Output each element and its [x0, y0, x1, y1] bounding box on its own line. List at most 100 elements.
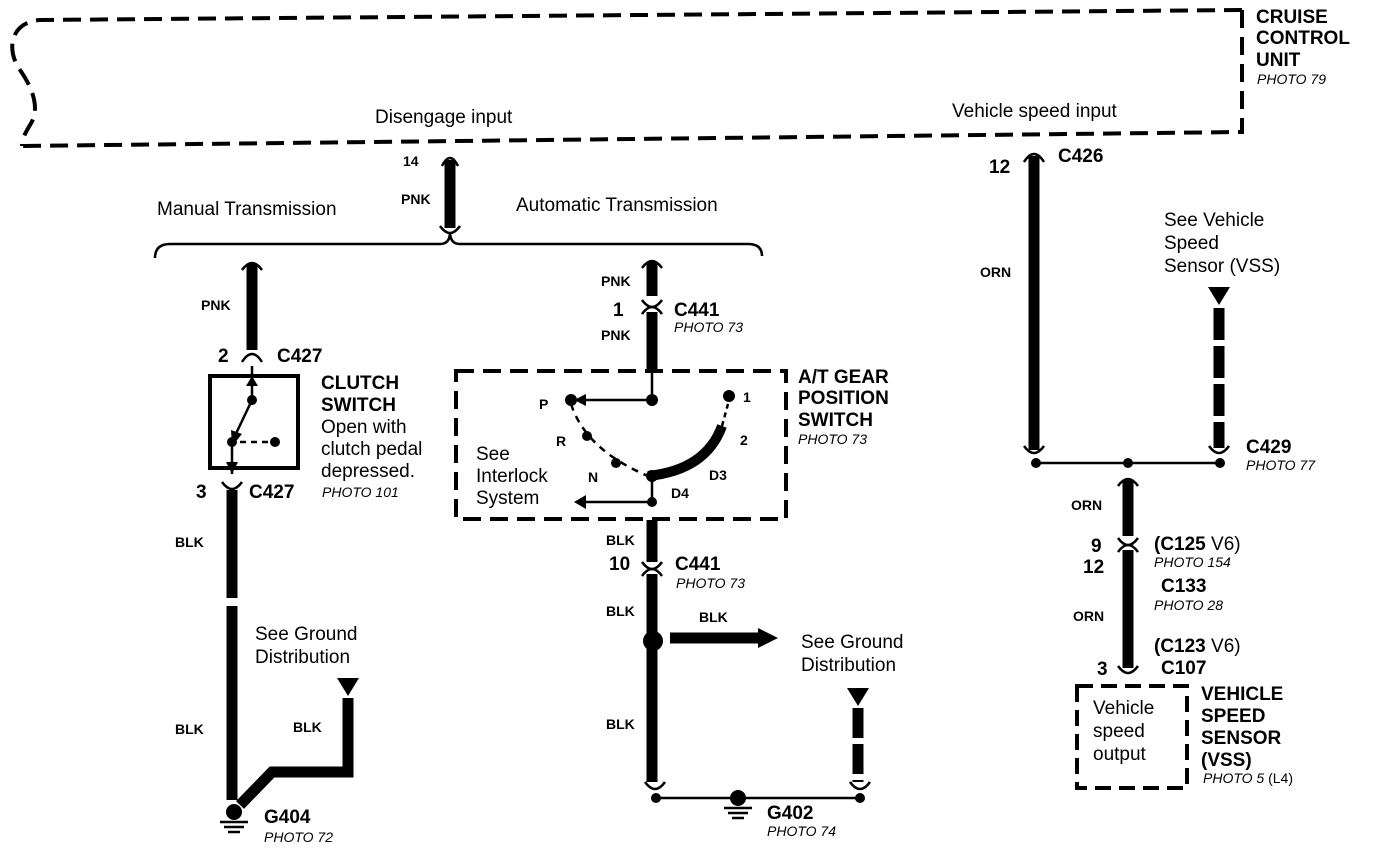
position-d3: D3 [709, 467, 727, 483]
position-2: 2 [740, 432, 748, 448]
vss-title-4: (VSS) [1201, 750, 1252, 771]
ground-ref-a-line-1: See Ground [255, 624, 357, 645]
pin-10: 10 [609, 554, 630, 575]
automatic-transmission-label: Automatic Transmission [516, 195, 718, 216]
interlock-line-2: Interlock [476, 466, 548, 487]
c125-suffix: V6) [1211, 534, 1241, 555]
svg-text:PHOTO 5 (L4): PHOTO 5 (L4) [1203, 770, 1293, 786]
position-n: N [588, 469, 598, 485]
pin-12-c426: 12 [989, 157, 1010, 178]
c427-top-label: C427 [277, 346, 322, 367]
at-switch-title-2: POSITION [798, 388, 889, 409]
pin-12-c133: 12 [1083, 557, 1104, 578]
interlock-line-3: System [476, 488, 539, 509]
transmission-bracket [153, 231, 764, 259]
g402-label: G402 [767, 803, 813, 824]
c133-photo: PHOTO 28 [1154, 597, 1223, 613]
wire-orn-c: ORN [1073, 608, 1104, 624]
vss-ref-line-3: Sensor (VSS) [1164, 256, 1280, 277]
disengage-input-label: Disengage input [375, 107, 513, 128]
manual-transmission-label: Manual Transmission [157, 199, 337, 220]
vss-ref-arrow [1208, 287, 1230, 305]
cruise-unit-name-2: CONTROL [1256, 28, 1350, 49]
clutch-switch-desc-3: depressed. [321, 461, 415, 482]
cruise-control-unit: CRUISE CONTROL UNIT PHOTO 79 Disengage i… [10, 7, 1350, 148]
vss-title-1: VEHICLE [1201, 684, 1283, 705]
pin-3-c107: 3 [1097, 659, 1108, 680]
cruise-unit-photo: PHOTO 79 [1257, 71, 1326, 87]
wire-orn-a: ORN [980, 264, 1011, 280]
c125-prefix: (C125 [1154, 534, 1206, 555]
c429-photo: PHOTO 77 [1246, 457, 1316, 473]
vss-output-line-3: output [1093, 744, 1147, 765]
pin-1: 1 [613, 300, 624, 321]
c441-bottom-photo: PHOTO 73 [676, 575, 745, 591]
wire-pnk-auto-b: PNK [601, 327, 631, 343]
pin-14: 14 [403, 153, 419, 169]
clutch-switch-desc-1: Open with [321, 417, 407, 438]
vss-box [1075, 684, 1189, 790]
svg-text:(C123 V6): (C123 V6) [1154, 636, 1241, 657]
wire-pnk-auto-a: PNK [601, 273, 631, 289]
wire-pnk-manual: PNK [201, 297, 231, 313]
wire-blk-auto-d: BLK [606, 716, 635, 732]
ground-g404-icon [220, 804, 248, 834]
position-p: P [539, 396, 548, 412]
clutch-switch-circuit: PNK 2 C427 CLUTCH SWITCH Open with clutc… [175, 261, 422, 845]
position-d4: D4 [671, 485, 689, 501]
at-switch-photo: PHOTO 73 [798, 431, 867, 447]
c123-prefix: (C123 [1154, 636, 1206, 657]
at-switch-title-1: A/T GEAR [798, 367, 889, 388]
vss-output-line-1: Vehicle [1093, 698, 1154, 719]
ground-arrow-a [337, 678, 359, 696]
pin-3: 3 [196, 482, 207, 503]
pin-2: 2 [218, 346, 229, 367]
c429-label: C429 [1246, 437, 1291, 458]
c426-label: C426 [1058, 146, 1103, 167]
g404-label: G404 [264, 807, 311, 828]
position-1: 1 [743, 389, 751, 405]
wire-blk-ground: BLK [293, 719, 322, 735]
wire-blk-manual-b: BLK [175, 721, 204, 737]
disengage-circuit: 14 PNK Manual Transmission Automatic Tra… [153, 153, 764, 259]
ground-g402-icon [724, 790, 752, 820]
vss-title-3: SENSOR [1201, 728, 1282, 749]
wire-blk-auto-c: BLK [699, 609, 728, 625]
vss-title-2: SPEED [1201, 706, 1265, 727]
clutch-switch-desc-2: clutch pedal [321, 439, 422, 460]
vss-ref-line-2: Speed [1164, 233, 1219, 254]
clutch-switch-title-1: CLUTCH [321, 373, 399, 394]
c441-top-label: C441 [674, 300, 720, 321]
vehicle-speed-circuit: 12 C426 ORN See Vehicle Speed Sensor (VS… [980, 146, 1316, 790]
wire-orn-b: ORN [1071, 497, 1102, 513]
cruise-unit-name-3: UNIT [1256, 50, 1301, 71]
pin-9: 9 [1091, 536, 1102, 557]
position-r: R [556, 433, 566, 449]
clutch-switch-box [208, 374, 300, 470]
c107-label: C107 [1161, 658, 1206, 679]
wire-blk-auto-a: BLK [606, 532, 635, 548]
wire-blk-manual-a: BLK [175, 534, 204, 550]
c441-bottom-label: C441 [675, 554, 721, 575]
vss-photo-suffix: (L4) [1268, 770, 1293, 786]
at-switch-title-3: SWITCH [798, 410, 873, 431]
ground-ref-b-line-1: See Ground [801, 632, 903, 653]
ground-ref-b-line-2: Distribution [801, 655, 896, 676]
vss-output-line-2: speed [1093, 721, 1145, 742]
c123-suffix: V6) [1211, 636, 1241, 657]
at-switch-box [454, 369, 788, 521]
c125-photo: PHOTO 154 [1154, 554, 1231, 570]
clutch-switch-photo: PHOTO 101 [322, 484, 399, 500]
splice-arrow [758, 628, 778, 648]
c441-top-photo: PHOTO 73 [674, 319, 743, 335]
clutch-switch-title-2: SWITCH [321, 395, 396, 416]
c427-bottom-label: C427 [249, 482, 294, 503]
g404-photo: PHOTO 72 [264, 829, 333, 845]
vehicle-speed-input-label: Vehicle speed input [952, 101, 1118, 122]
cruise-unit-name-1: CRUISE [1256, 7, 1328, 28]
c133-label: C133 [1161, 576, 1206, 597]
ground-ref-a-line-2: Distribution [255, 647, 350, 668]
at-switch-circuit: PNK 1 PNK C441 PHOTO 73 A/T GEAR POSITIO… [454, 259, 903, 839]
ground-arrow-b [847, 688, 869, 706]
